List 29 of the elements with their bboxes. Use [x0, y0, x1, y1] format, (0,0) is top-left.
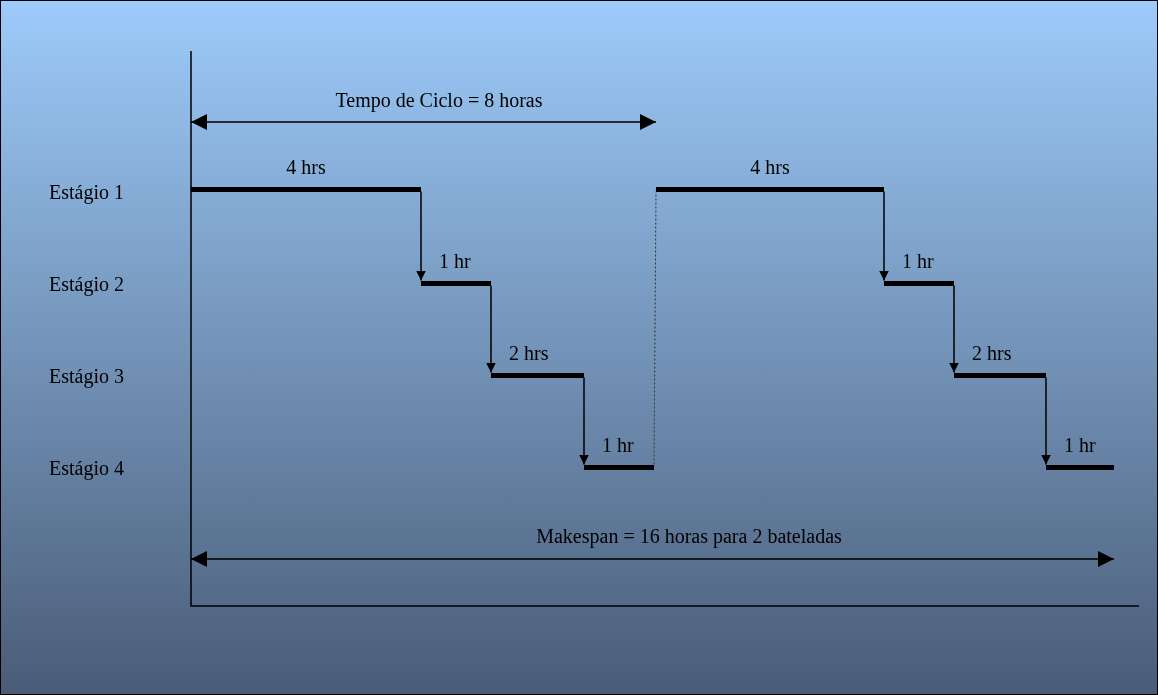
arrow [879, 190, 889, 282]
duration-bar [954, 372, 1046, 378]
duration-bar [884, 280, 954, 286]
duration-label: 2 hrs [972, 342, 1012, 364]
duration-label: 1 hr [602, 434, 634, 456]
duration-bar [421, 280, 491, 286]
stage-label: Estágio 2 [49, 273, 124, 295]
duration-label: 1 hr [902, 250, 934, 272]
duration-label: 4 hrs [286, 156, 326, 178]
arrow [1041, 376, 1051, 466]
dimension-label: Tempo de Ciclo = 8 horas [335, 89, 543, 111]
duration-label: 4 hrs [750, 156, 790, 178]
arrow [416, 190, 426, 282]
arrow [486, 284, 496, 374]
duration-bar [656, 186, 884, 192]
stage-label: Estágio 3 [49, 365, 124, 387]
duration-label: 1 hr [1064, 434, 1096, 456]
duration-bar [1046, 464, 1114, 470]
duration-bar [491, 372, 584, 378]
stage-label: Estágio 4 [49, 457, 124, 479]
arrow [579, 376, 589, 466]
arrow [949, 284, 959, 374]
duration-label: 2 hrs [509, 342, 549, 364]
duration-bar [191, 186, 421, 192]
duration-label: 1 hr [439, 250, 471, 272]
dotted-line [653, 191, 657, 465]
stage-label: Estágio 1 [49, 181, 124, 203]
duration-bar [584, 464, 654, 470]
dimension-label: Makespan = 16 horas para 2 bateladas [536, 525, 842, 547]
